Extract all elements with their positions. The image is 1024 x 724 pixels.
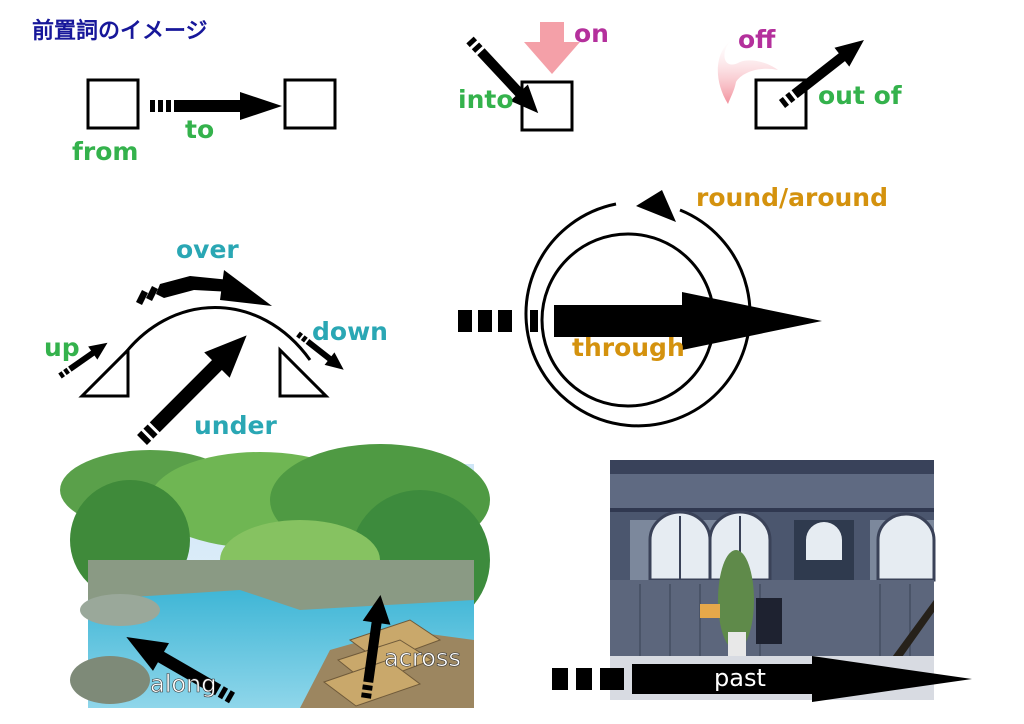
page-title: 前置詞のイメージ [32, 18, 208, 44]
from-label: from [72, 137, 138, 166]
from-box [88, 80, 138, 128]
on-label: on [574, 19, 609, 48]
to-box [285, 80, 335, 128]
through-label: through [572, 333, 685, 362]
over-arrow [136, 270, 272, 306]
over-label: over [176, 235, 239, 264]
round-around-label: round/around [696, 183, 888, 212]
to-arrow [150, 92, 282, 120]
down-label: down [312, 317, 388, 346]
up-label: up [44, 333, 80, 362]
along-label: along [150, 670, 217, 698]
on-arrow [524, 22, 580, 74]
around-arrowhead [636, 190, 676, 222]
to-label: to [185, 115, 214, 144]
into-label: into [458, 85, 514, 114]
under-label: under [194, 411, 277, 440]
off-label: off [738, 25, 776, 54]
across-label: across [384, 644, 461, 672]
out-of-label: out of [818, 81, 903, 110]
past-label: past [714, 664, 766, 692]
